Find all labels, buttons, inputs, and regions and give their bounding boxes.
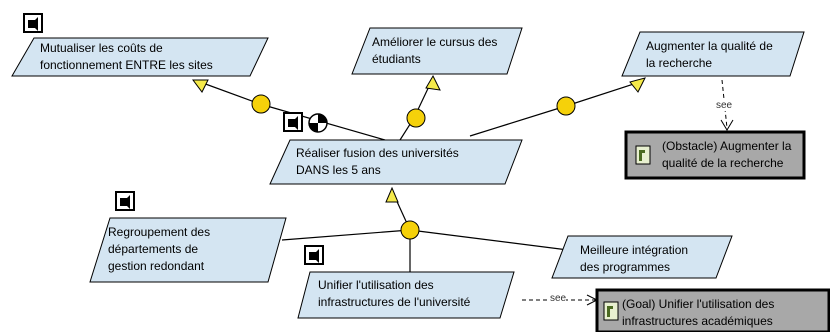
refinement-node-2[interactable] bbox=[406, 108, 426, 128]
goal-label-fusion: Réaliser fusion des universités DANS les… bbox=[296, 146, 459, 177]
agent-icon bbox=[115, 191, 135, 211]
goal-label-mutualiser: Mutualiser les coûts de fonctionnement E… bbox=[40, 41, 213, 72]
arrowhead-qualite bbox=[629, 77, 646, 93]
agent-icon bbox=[283, 112, 303, 132]
document-ref-icon bbox=[603, 301, 619, 321]
see-arrowhead-obstacle bbox=[720, 119, 734, 131]
goal-label-regroupement: Regroupement des départements de gestion… bbox=[108, 225, 211, 273]
goal-qualite[interactable] bbox=[621, 31, 805, 77]
refinement-node-4[interactable] bbox=[400, 220, 420, 240]
ref-label-obstacle: (Obstacle) Augmenter la qualité de la re… bbox=[662, 139, 792, 170]
goal-label-integration: Meilleure intégration des programmes bbox=[580, 243, 689, 274]
ref-obstacle-box[interactable] bbox=[624, 130, 806, 180]
agent-icon bbox=[304, 245, 324, 265]
goal-label-unifier: Unifier l'utilisation des infrastructure… bbox=[318, 278, 471, 309]
see-label-obstacle: see bbox=[716, 100, 733, 111]
arrowhead-fusion bbox=[385, 186, 399, 203]
see-label-goal: see bbox=[550, 293, 567, 304]
goal-mutualiser[interactable] bbox=[11, 37, 269, 77]
arrowhead-mutualiser bbox=[192, 79, 209, 93]
refinement-node-3[interactable] bbox=[556, 96, 576, 116]
goal-regroupement[interactable] bbox=[89, 217, 287, 283]
refinement-node-1[interactable] bbox=[251, 94, 271, 114]
goal-fusion[interactable] bbox=[269, 139, 523, 185]
milestone-icon bbox=[308, 113, 328, 133]
goal-label-cursus: Améliorer le cursus des étudiants bbox=[372, 35, 498, 66]
ref-label-goal: (Goal) Unifier l'utilisation des infrast… bbox=[622, 297, 775, 328]
document-ref-icon bbox=[635, 145, 651, 165]
goal-cursus[interactable] bbox=[351, 27, 523, 75]
arrowhead-cursus bbox=[425, 74, 441, 91]
ref-goal-box[interactable] bbox=[595, 288, 830, 332]
goal-integration[interactable] bbox=[551, 235, 733, 279]
agent-icon bbox=[23, 13, 43, 33]
goal-unifier[interactable] bbox=[297, 271, 515, 319]
goal-label-qualite: Augmenter la qualité de la recherche bbox=[646, 39, 773, 70]
